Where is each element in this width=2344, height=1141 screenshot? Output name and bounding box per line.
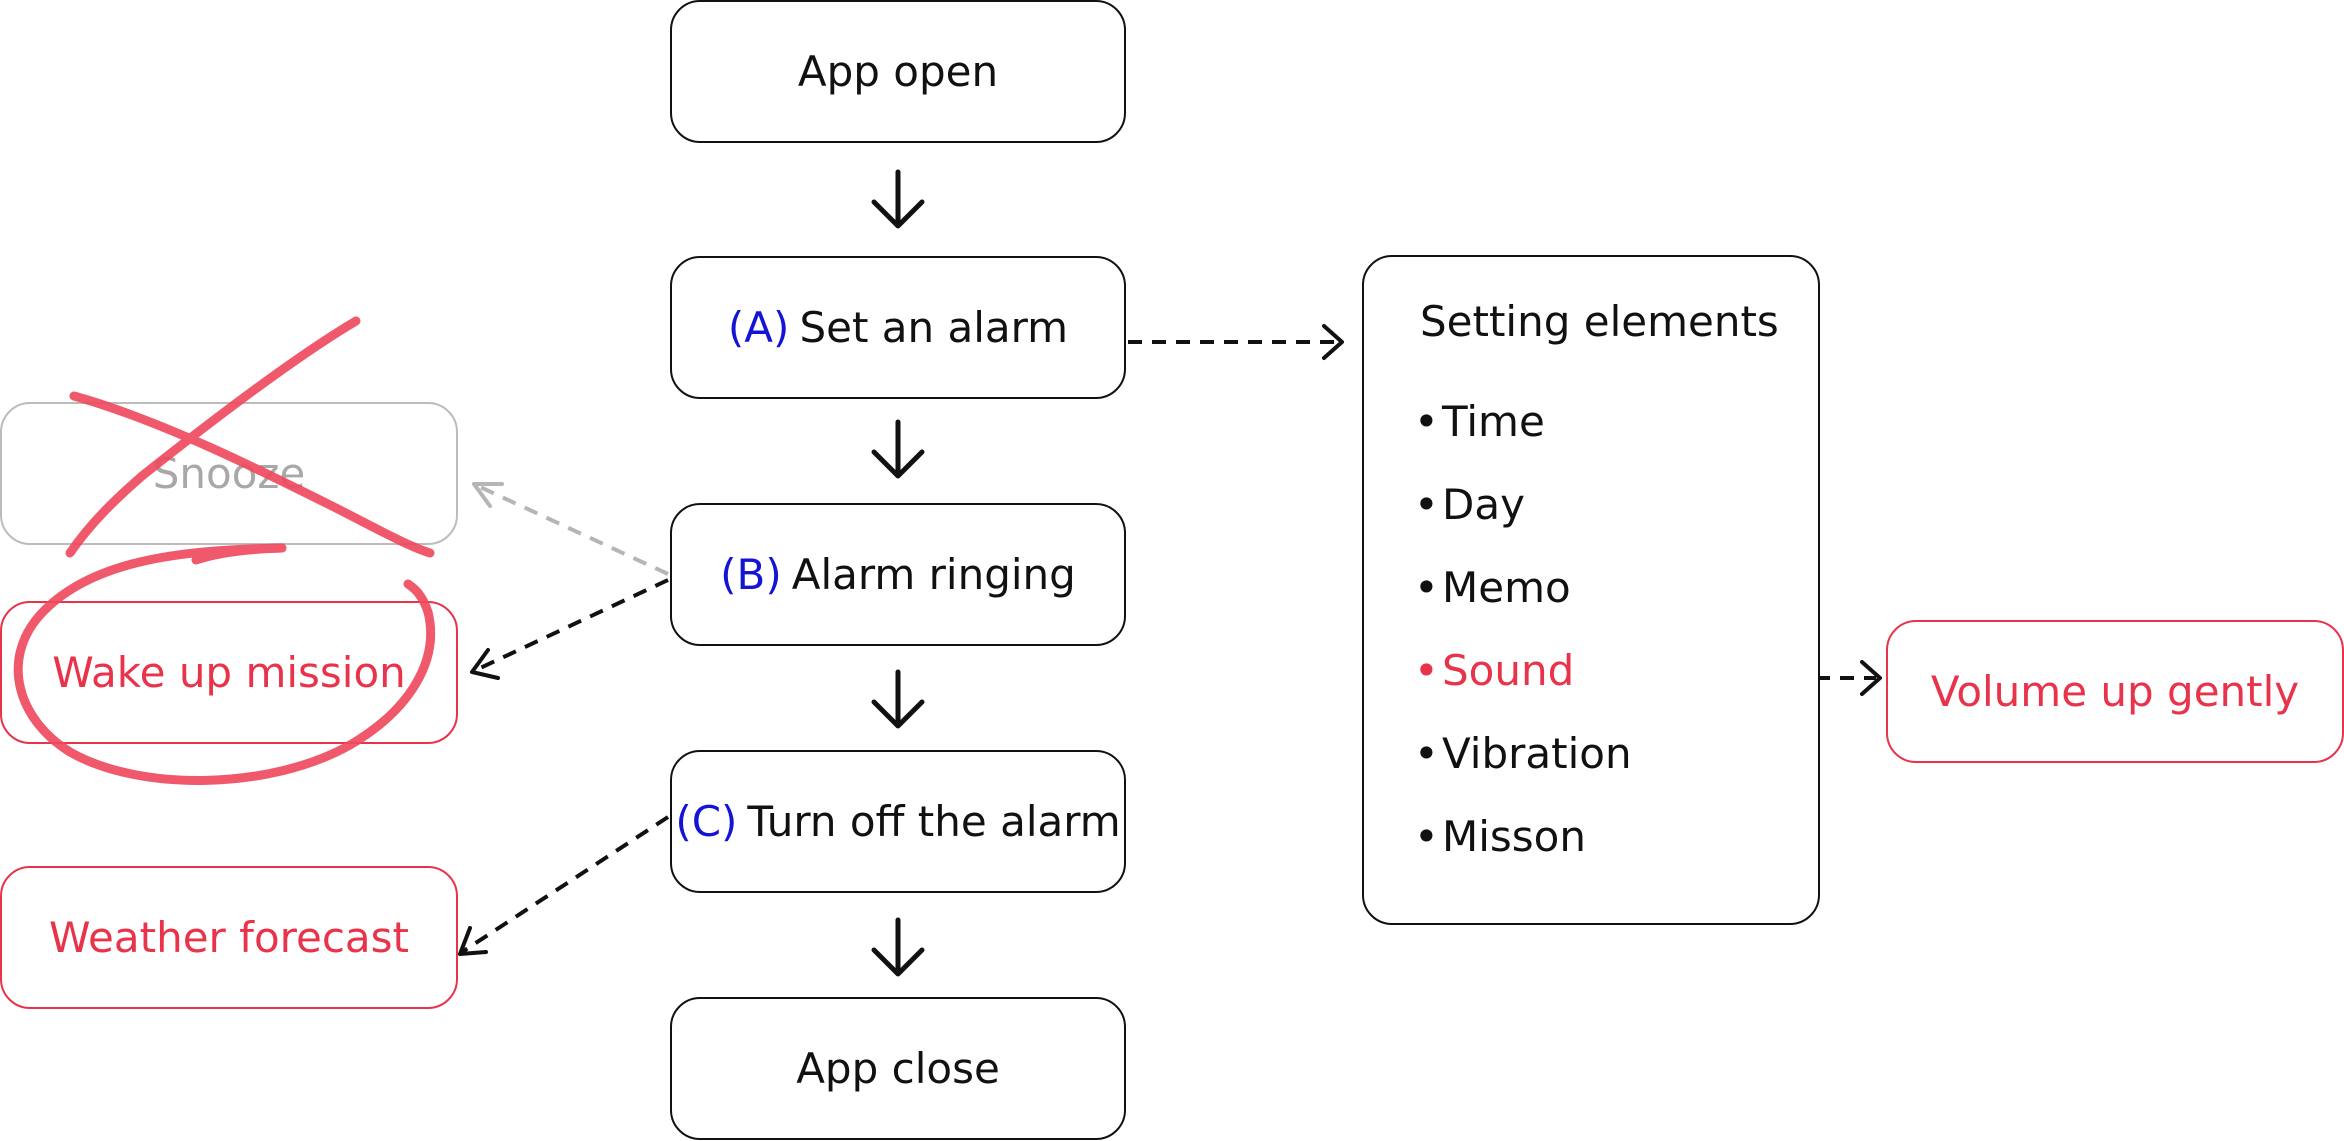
- dashed-arrow-weather: [460, 815, 670, 954]
- app-close-label: App close: [796, 1044, 1000, 1093]
- app-open-box: App open: [670, 0, 1126, 143]
- weather-forecast-box: Weather forecast: [0, 866, 458, 1009]
- bullet-icon: •: [1414, 480, 1439, 529]
- setting-item-label: Sound: [1442, 646, 1575, 695]
- volume-up-label: Volume up gently: [1930, 667, 2300, 716]
- setting-item-label: Vibration: [1442, 729, 1632, 778]
- alarm-ringing-label: Alarm ringing: [791, 550, 1076, 599]
- down-arrow-1: [871, 169, 925, 229]
- dashed-arrowhead-volume: [1860, 660, 1882, 696]
- app-close-box: App close: [670, 997, 1126, 1140]
- snooze-box: Snooze: [0, 402, 458, 545]
- wake-up-mission-box: Wake up mission: [0, 601, 458, 744]
- bullet-icon: •: [1414, 397, 1439, 446]
- down-arrow-2: [871, 419, 925, 479]
- alarm-ringing-tag: (B): [720, 550, 782, 599]
- down-arrow-4: [871, 917, 925, 977]
- setting-item-memo: •Memo: [1414, 563, 1571, 612]
- setting-item-label: Day: [1442, 480, 1525, 529]
- wake-up-mission-label: Wake up mission: [52, 648, 406, 697]
- turn-off-label: Turn off the alarm: [747, 797, 1121, 846]
- setting-elements-box: Setting elements •Time •Day •Memo •Sound…: [1362, 255, 1820, 925]
- app-open-label: App open: [797, 47, 999, 96]
- set-alarm-tag: (A): [727, 303, 790, 352]
- down-arrow-3: [871, 669, 925, 729]
- dashed-arrowhead-weather: [458, 926, 488, 956]
- setting-item-misson: •Misson: [1414, 812, 1586, 861]
- setting-item-label: Misson: [1442, 812, 1586, 861]
- set-alarm-box: (A) Set an alarm: [670, 256, 1126, 399]
- setting-item-day: •Day: [1414, 480, 1525, 529]
- setting-item-label: Time: [1442, 397, 1545, 446]
- setting-item-vibration: •Vibration: [1414, 729, 1632, 778]
- setting-elements-title: Setting elements: [1420, 297, 1779, 346]
- setting-item-sound: •Sound: [1414, 646, 1574, 695]
- bullet-icon: •: [1414, 729, 1439, 778]
- dashed-arrow-snooze: [477, 484, 669, 576]
- snooze-label: Snooze: [152, 449, 306, 498]
- bullet-icon: •: [1414, 563, 1439, 612]
- setting-item-label: Memo: [1442, 563, 1571, 612]
- volume-up-box: Volume up gently: [1886, 620, 2344, 763]
- bullet-icon: •: [1414, 646, 1439, 695]
- alarm-ringing-box: (B) Alarm ringing: [670, 503, 1126, 646]
- dashed-arrowhead-wakeup: [470, 648, 500, 680]
- weather-forecast-label: Weather forecast: [48, 913, 410, 962]
- dashed-arrowhead-snooze: [472, 482, 504, 508]
- dashed-arrowhead-settings: [1322, 324, 1344, 360]
- turn-off-box: (C) Turn off the alarm: [670, 750, 1126, 893]
- setting-item-time: •Time: [1414, 397, 1545, 446]
- turn-off-tag: (C): [675, 797, 738, 846]
- dashed-arrow-wakeup: [475, 578, 669, 672]
- set-alarm-label: Set an alarm: [799, 303, 1069, 352]
- bullet-icon: •: [1414, 812, 1439, 861]
